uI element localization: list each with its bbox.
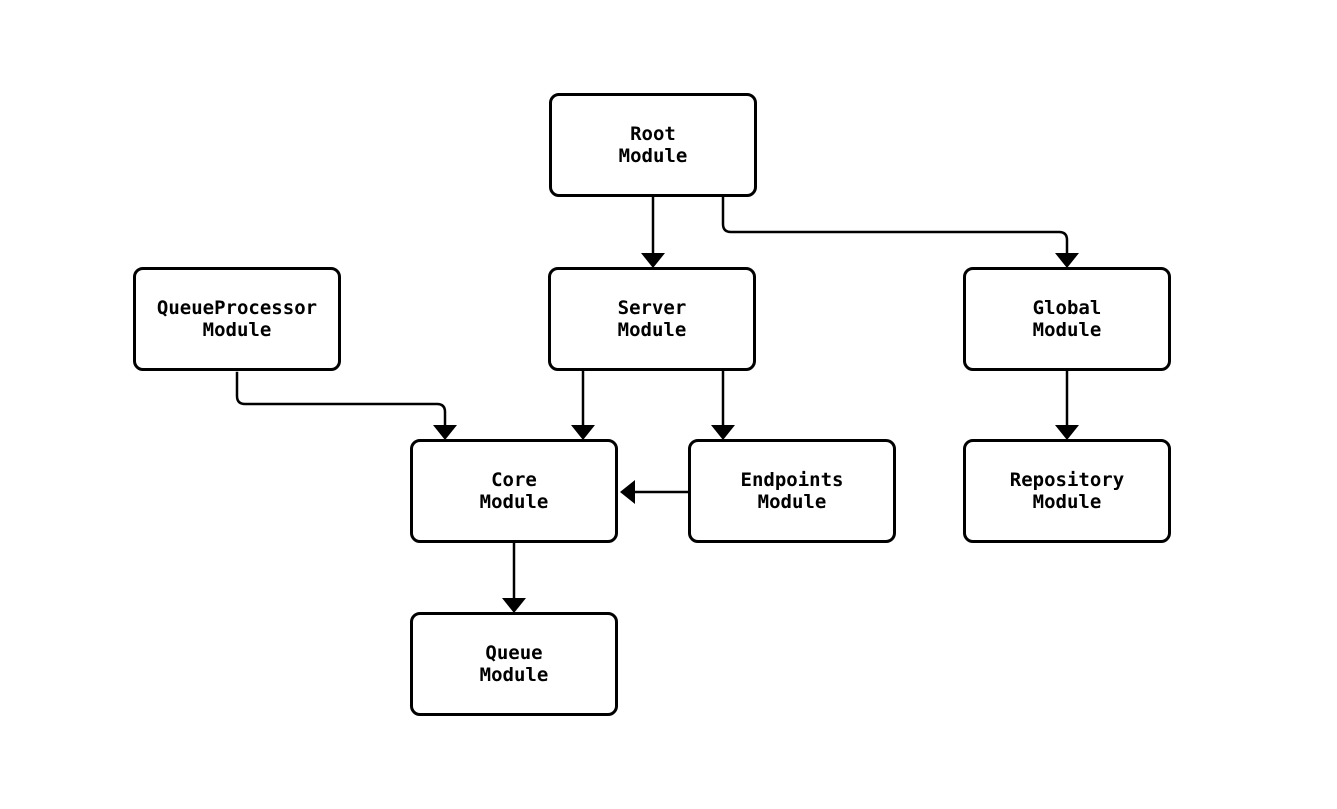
node-endpoints-module: Endpoints Module: [688, 439, 896, 543]
arrowhead-down-icon: [502, 598, 526, 613]
node-queueprocessor-module-label: QueueProcessor Module: [156, 297, 318, 341]
node-server-module: Server Module: [548, 267, 756, 371]
edge-endpoints-core: [620, 480, 690, 504]
node-root-module-label: Root Module: [618, 123, 688, 167]
node-repository-module: Repository Module: [963, 439, 1171, 543]
node-server-module-label: Server Module: [617, 297, 687, 341]
node-global-module-label: Global Module: [1032, 297, 1102, 341]
edge-queueprocessor-core: [235, 371, 457, 440]
arrowhead-down-icon: [433, 425, 457, 440]
node-core-module: Core Module: [410, 439, 618, 543]
node-queue-module-label: Queue Module: [479, 642, 549, 686]
node-global-module: Global Module: [963, 267, 1171, 371]
node-endpoints-module-label: Endpoints Module: [740, 469, 844, 513]
edge-global-repository: [1055, 370, 1079, 440]
node-root-module: Root Module: [549, 93, 757, 197]
arrowhead-down-icon: [711, 425, 735, 440]
edge-server-core: [571, 369, 595, 440]
node-core-module-label: Core Module: [479, 469, 549, 513]
node-queue-module: Queue Module: [410, 612, 618, 716]
node-repository-module-label: Repository Module: [1009, 469, 1125, 513]
arrowhead-down-icon: [571, 425, 595, 440]
edge-root-global: [721, 195, 1079, 268]
edge-root-global-line: [721, 195, 1069, 257]
edge-queueprocessor-core-line: [235, 371, 447, 429]
arrowhead-down-icon: [1055, 253, 1079, 268]
arrowhead-down-icon: [641, 253, 665, 268]
arrowhead-down-icon: [1055, 425, 1079, 440]
edge-root-server: [641, 195, 665, 268]
node-queueprocessor-module: QueueProcessor Module: [133, 267, 341, 371]
arrowhead-left-icon: [620, 480, 635, 504]
edge-server-endpoints: [711, 369, 735, 440]
edge-core-queue: [502, 541, 526, 613]
